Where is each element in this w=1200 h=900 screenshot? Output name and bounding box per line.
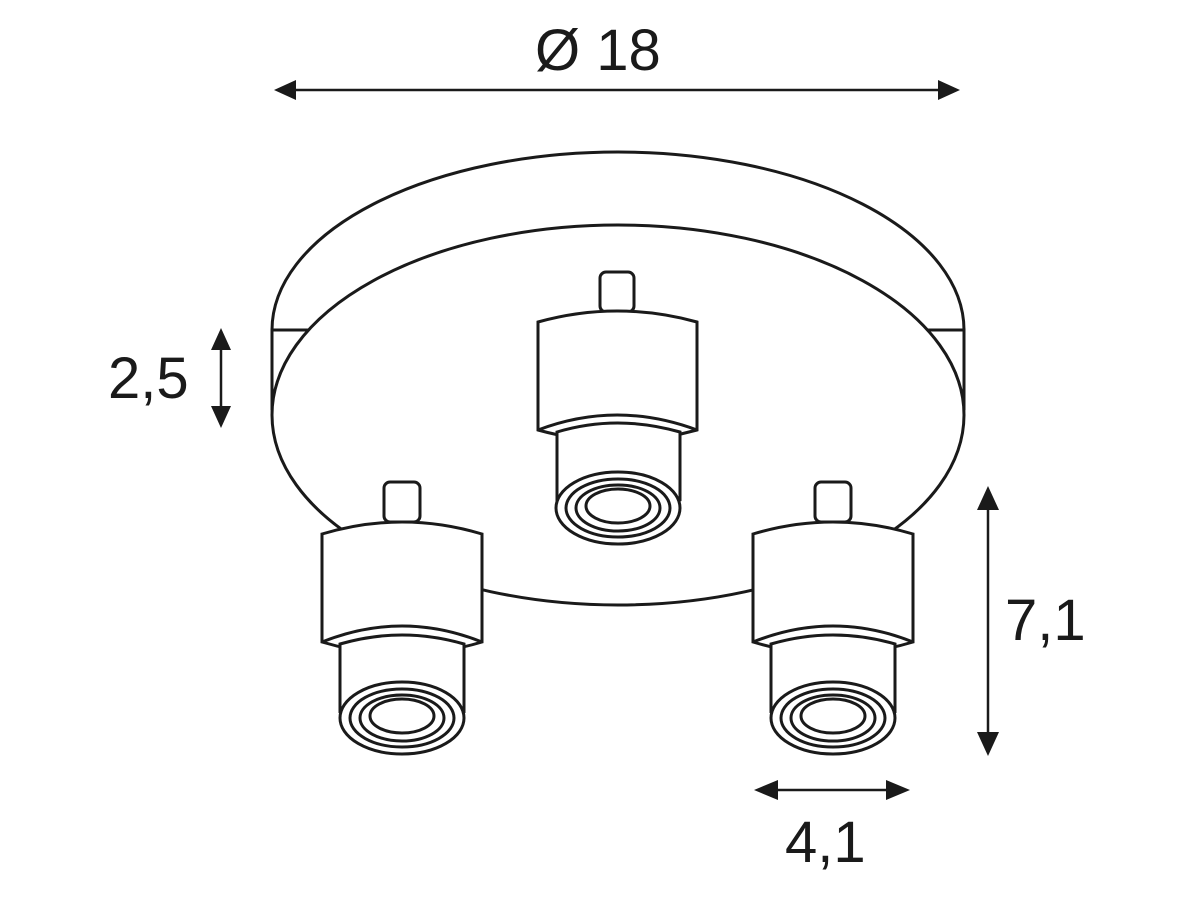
base-height-label: 2,5 [108, 346, 189, 411]
dimension-line-spot-width [754, 780, 910, 800]
spot-right [751, 480, 915, 756]
total-height-label: 7,1 [1005, 588, 1086, 653]
spot-left [320, 480, 484, 756]
dimension-line-diameter [274, 80, 960, 100]
dimension-line-total-height [977, 486, 999, 756]
spot-center [536, 270, 699, 546]
dimension-line-base-height [211, 328, 231, 428]
spot-width-label: 4,1 [785, 810, 866, 875]
diameter-label: Ø 18 [535, 18, 661, 83]
